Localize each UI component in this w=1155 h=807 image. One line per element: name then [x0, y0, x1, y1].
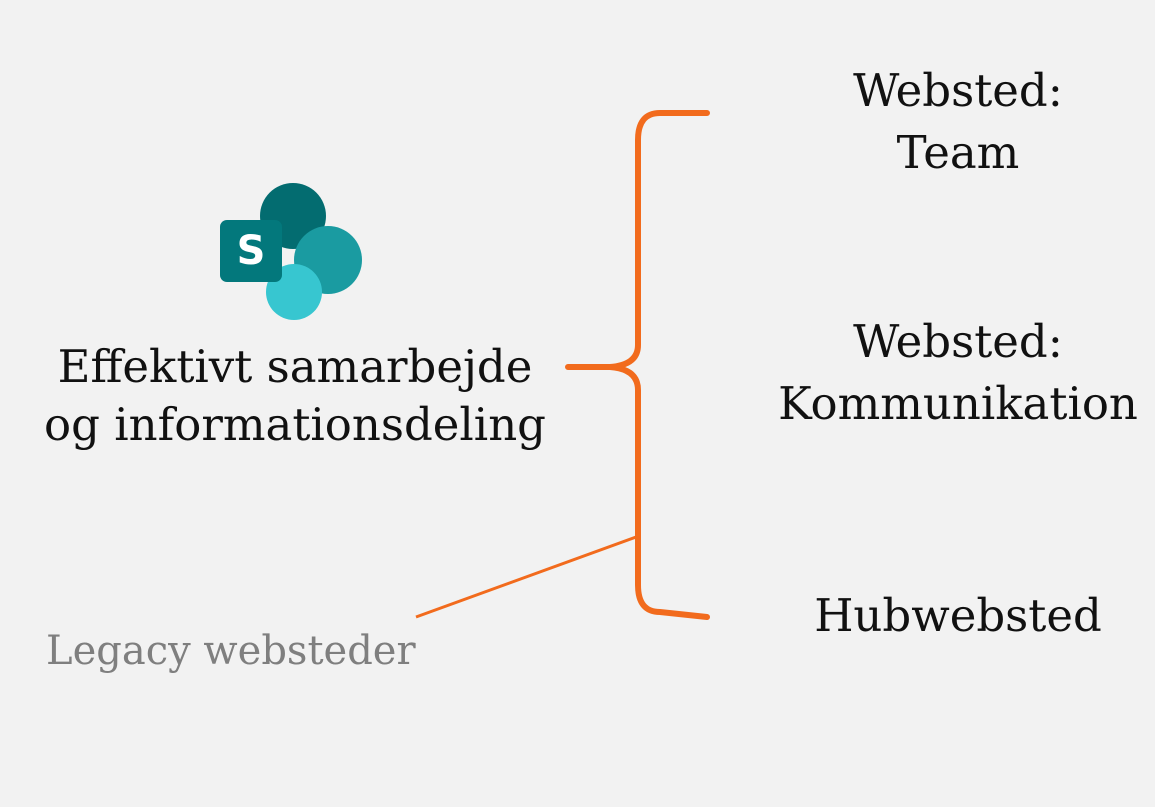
site-hub-line1: Hubwebsted	[814, 589, 1102, 642]
site-team-line2: Team	[896, 126, 1020, 179]
site-communication-label: Websted: Kommunikation	[748, 311, 1155, 435]
main-heading: Effektivt samarbejde og informationsdeli…	[20, 338, 570, 454]
site-team-line1: Websted:	[853, 64, 1063, 117]
logo-letter: S	[237, 228, 266, 274]
main-heading-line1: Effektivt samarbejde	[57, 340, 533, 393]
site-hub-label: Hubwebsted	[748, 585, 1155, 647]
logo-tile	[220, 220, 282, 282]
legacy-sites-label: Legacy websteder	[46, 628, 416, 674]
sharepoint-logo-icon: S	[220, 183, 362, 320]
site-communication-line1: Websted:	[853, 315, 1063, 368]
site-team-label: Websted: Team	[748, 60, 1155, 184]
legacy-connector-line	[415, 535, 637, 619]
main-heading-line2: og informationsdeling	[44, 398, 546, 451]
brace-shape	[565, 110, 710, 620]
site-communication-line2: Kommunikation	[778, 377, 1138, 430]
